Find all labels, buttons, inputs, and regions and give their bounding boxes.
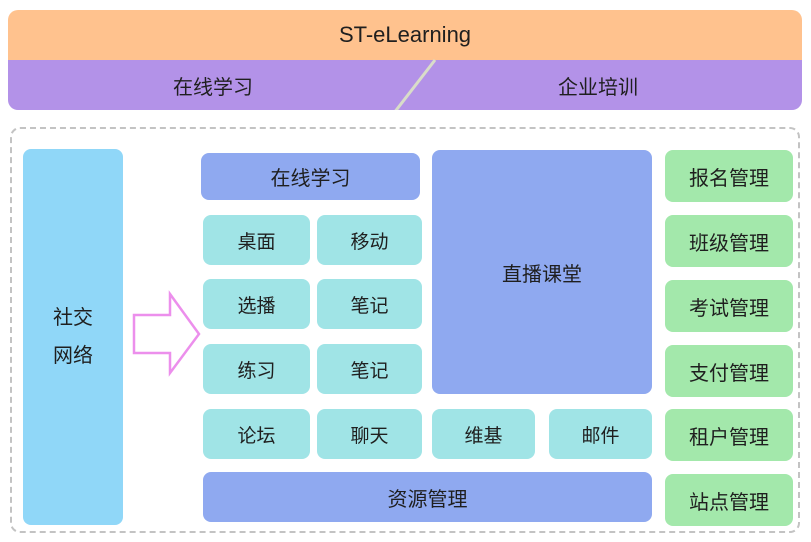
feature-chat: 聊天 [317,409,422,459]
mgmt-registration: 报名管理 [665,150,793,202]
feature-notes-1: 笔记 [317,279,422,329]
resource-management-bar: 资源管理 [203,472,652,522]
tab-enterprise-training: 企业培训 [558,76,638,99]
mgmt-exam: 考试管理 [665,280,793,332]
mgmt-site: 站点管理 [665,474,793,526]
social-network-line2: 网络 [53,345,93,367]
feature-mobile: 移动 [317,215,422,265]
feature-wiki: 维基 [432,409,535,459]
header-banner: ST-eLearning 在线学习 企业培训 [8,10,802,110]
feature-notes-2: 笔记 [317,344,422,394]
feature-ondemand: 选播 [203,279,310,329]
feature-practice: 练习 [203,344,310,394]
mgmt-payment: 支付管理 [665,345,793,397]
online-learning-header-block: 在线学习 [201,153,420,200]
platform-area: 社交 网络 在线学习 桌面 移动 选播 笔记 练习 笔记 论坛 聊天 维基 邮件… [10,127,800,533]
live-classroom-block: 直播课堂 [432,150,652,394]
flow-arrow-icon [130,289,212,379]
feature-mail: 邮件 [549,409,652,459]
mgmt-class: 班级管理 [665,215,793,267]
feature-forum: 论坛 [203,409,310,459]
feature-desktop: 桌面 [203,215,310,265]
banner-title-bar: ST-eLearning [8,10,802,60]
banner-tab-bar: 在线学习 企业培训 [8,60,802,110]
mgmt-tenant: 租户管理 [665,409,793,461]
product-title: ST-eLearning [338,22,472,47]
social-network-line1: 社交 [53,307,93,329]
diagonal-divider [394,59,437,110]
social-network-block: 社交 网络 [23,149,123,525]
tab-online-learning: 在线学习 [173,76,253,99]
